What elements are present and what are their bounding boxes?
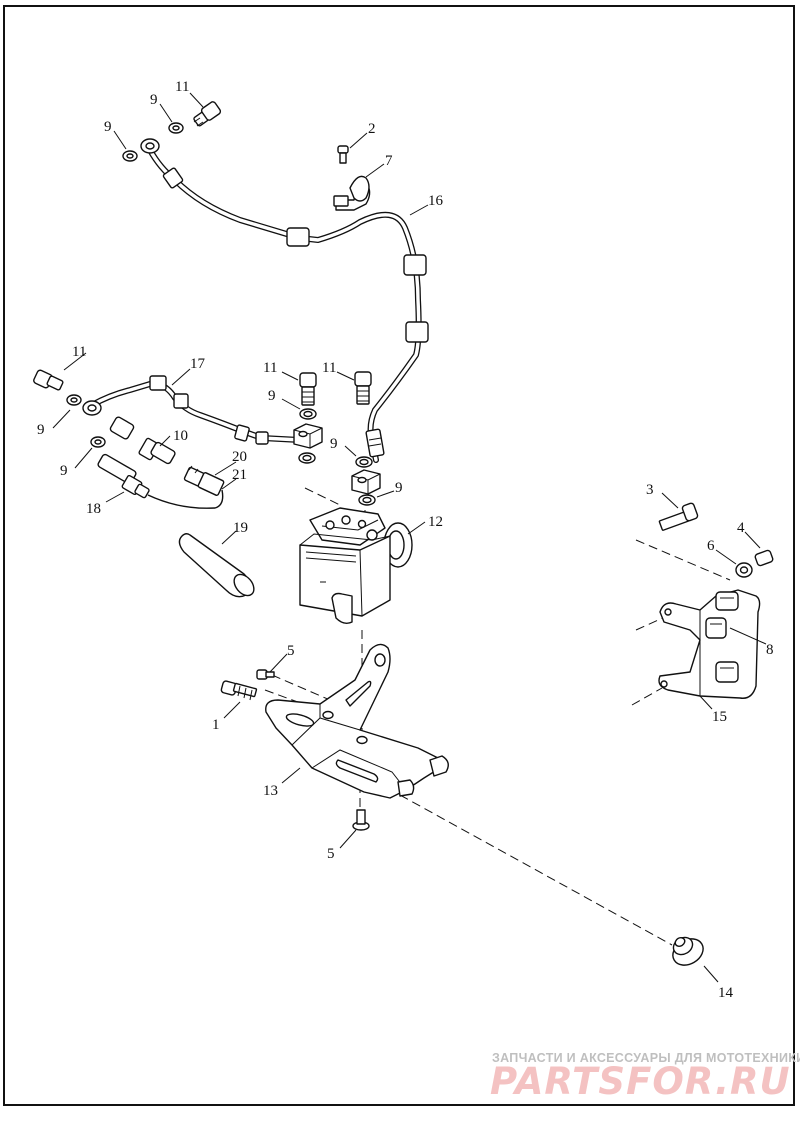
banjo-bolt-icon <box>354 371 372 405</box>
callout-9: 9 <box>330 436 338 452</box>
callout-15: 15 <box>712 709 727 725</box>
callout-21: 21 <box>232 467 247 483</box>
watermark: ЗАПЧАСТИ И АКСЕССУАРЫ ДЛЯ МОТОТЕХНИКИ PA… <box>490 1051 800 1103</box>
abs-module-12 <box>299 507 413 625</box>
pressure-switch-10 <box>109 416 176 465</box>
sensor-18 <box>97 453 224 509</box>
callout-numbers: 11 9 9 2 7 16 11 17 11 11 9 9 9 10 9 9 2… <box>37 79 774 1001</box>
sleeve-19 <box>178 533 255 598</box>
upper-fasteners <box>122 101 222 162</box>
callout-9: 9 <box>268 388 276 404</box>
callout-9: 9 <box>150 92 158 108</box>
grommet <box>286 227 310 247</box>
callout-13: 13 <box>263 783 278 799</box>
screw-5-lower-icon <box>352 809 370 831</box>
screw-2-icon <box>337 145 349 164</box>
watermark-tagline: ЗАПЧАСТИ И АКСЕССУАРЫ ДЛЯ МОТОТЕХНИКИ <box>492 1051 800 1065</box>
callout-5: 5 <box>327 846 335 862</box>
callout-9: 9 <box>395 480 403 496</box>
callout-9: 9 <box>104 119 112 135</box>
junction-block-left <box>293 423 323 449</box>
callout-11: 11 <box>322 360 336 376</box>
bracket-15 <box>658 589 761 699</box>
leader-lines <box>52 92 767 983</box>
bolt-1-icon <box>220 680 258 701</box>
screw-3-icon <box>658 502 699 531</box>
junction-block-right <box>351 469 381 495</box>
callout-11: 11 <box>263 360 277 376</box>
callout-12: 12 <box>428 514 443 530</box>
banjo-bolt-icon <box>193 101 222 127</box>
bracket-13 <box>265 643 449 799</box>
callout-17: 17 <box>190 356 206 372</box>
callout-8: 8 <box>766 642 774 658</box>
callout-5: 5 <box>287 643 295 659</box>
clip-7 <box>333 175 371 211</box>
connector-20-21 <box>183 465 225 496</box>
callout-19: 19 <box>233 520 248 536</box>
callout-14: 14 <box>718 985 734 1001</box>
banjo-bolt-icon <box>299 372 317 406</box>
callout-11: 11 <box>72 344 86 360</box>
grommet-14-icon <box>672 936 704 966</box>
bolt-4-icon <box>754 549 774 567</box>
callout-6: 6 <box>707 538 715 554</box>
callout-2: 2 <box>368 121 376 137</box>
grommet <box>405 321 429 343</box>
banjo-bolt-icon <box>33 369 64 391</box>
screw-5-upper-icon <box>256 669 275 680</box>
grommet <box>403 254 427 276</box>
callout-9: 9 <box>37 422 45 438</box>
left-fasteners <box>33 369 376 506</box>
brake-line-16 <box>140 138 429 463</box>
washer-6-icon <box>735 562 753 578</box>
callout-11: 11 <box>175 79 189 95</box>
callout-3: 3 <box>646 482 654 498</box>
callout-20: 20 <box>232 449 247 465</box>
callout-16: 16 <box>428 193 444 209</box>
tube-nut <box>365 428 385 458</box>
callout-1: 1 <box>212 717 220 733</box>
brake-line-17 <box>82 375 303 445</box>
drawing-frame <box>3 5 795 1106</box>
callout-10: 10 <box>173 428 188 444</box>
callout-18: 18 <box>86 501 101 517</box>
callout-7: 7 <box>385 153 393 169</box>
watermark-logo: PARTSFOR.RU <box>490 1060 791 1103</box>
callout-9: 9 <box>60 463 68 479</box>
callout-4: 4 <box>737 520 745 536</box>
